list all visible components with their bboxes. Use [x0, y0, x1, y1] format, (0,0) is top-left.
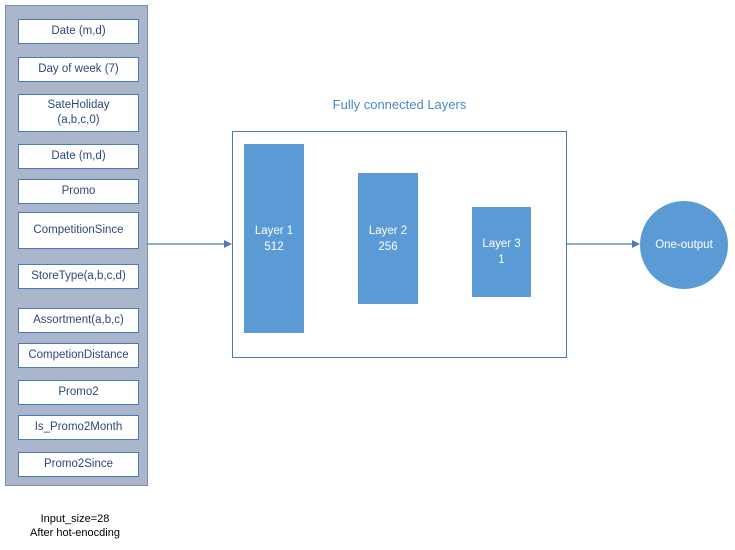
feature-date: Date (m,d)	[18, 19, 139, 44]
layer-3-units: 1	[498, 254, 505, 266]
feature-competition-distance: CompetionDistance	[18, 343, 139, 368]
layer-3-name: Layer 3	[482, 238, 521, 250]
feature-store-type: StoreType(a,b,c,d)	[18, 264, 139, 289]
input-size-caption-line2: After hot-enocding	[30, 527, 120, 539]
fully-connected-title: Fully connected Layers	[332, 97, 467, 112]
input-features-panel: Date (m,d) Day of week (7) SateHoliday (…	[5, 5, 148, 486]
feature-state-holiday: SateHoliday (a,b,c,0)	[18, 94, 139, 132]
feature-is-promo2-month: Is_Promo2Month	[18, 415, 139, 440]
input-size-caption: Input_size=28 After hot-enocding	[0, 512, 150, 540]
feature-promo2: Promo2	[18, 380, 139, 405]
output-label: One-output	[655, 239, 713, 251]
feature-day-of-week: Day of week (7)	[18, 57, 139, 82]
feature-promo: Promo	[18, 179, 139, 204]
layer-1: Layer 1 512	[244, 144, 304, 333]
feature-promo2-since: Promo2Since	[18, 452, 139, 477]
layer-3: Layer 3 1	[472, 207, 531, 297]
layer-2: Layer 2 256	[358, 173, 418, 304]
layer-1-units: 512	[264, 240, 284, 253]
feature-competition-since: CompetitionSince	[18, 212, 139, 249]
feature-date-2: Date (m,d)	[18, 144, 139, 169]
input-size-caption-line1: Input_size=28	[40, 513, 110, 525]
layer-2-units: 256	[378, 240, 398, 253]
feature-assortment: Assortment(a,b,c)	[18, 308, 139, 333]
output-node: One-output	[640, 201, 728, 289]
layer-1-name: Layer 1	[254, 224, 294, 237]
layer-2-name: Layer 2	[368, 224, 408, 237]
